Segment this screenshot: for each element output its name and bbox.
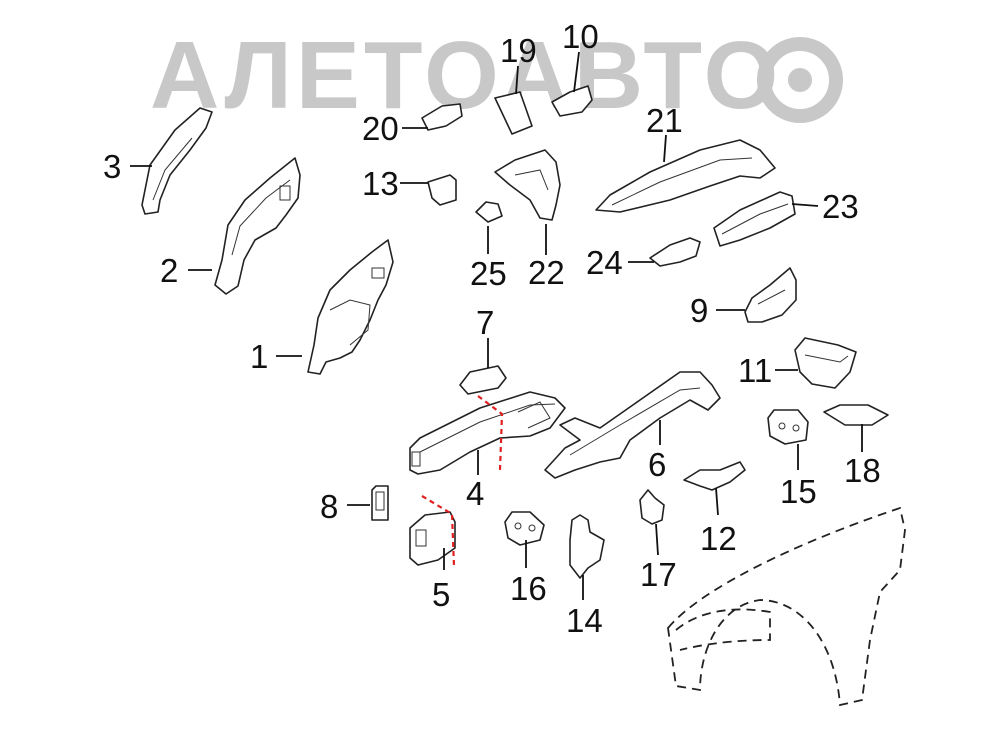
callout-14: 14 xyxy=(566,602,603,639)
part-20 xyxy=(421,103,463,131)
part-23 xyxy=(713,191,796,247)
part-3 xyxy=(141,107,213,215)
part-12 xyxy=(683,461,746,491)
part-21 xyxy=(595,139,776,213)
part-8 xyxy=(371,485,389,521)
part-15 xyxy=(767,409,809,445)
part-14 xyxy=(569,514,605,579)
callout-24: 24 xyxy=(586,244,623,281)
callout-2: 2 xyxy=(160,252,178,289)
part-11 xyxy=(794,337,857,389)
callout-21: 21 xyxy=(646,102,683,139)
part-9 xyxy=(744,267,797,323)
callout-23: 23 xyxy=(822,188,859,225)
callout-17: 17 xyxy=(640,556,677,593)
leader-lines xyxy=(130,51,863,600)
cut-lines xyxy=(421,395,504,567)
callout-7: 7 xyxy=(476,304,494,341)
part-24 xyxy=(649,237,701,267)
callout-6: 6 xyxy=(648,446,666,483)
callout-20: 20 xyxy=(362,110,399,147)
fender-outline xyxy=(667,506,906,707)
part-10 xyxy=(551,85,593,117)
callout-25: 25 xyxy=(470,255,507,292)
part-25 xyxy=(475,201,503,223)
part-6 xyxy=(544,371,721,479)
callout-labels: 3 2 1 4 5 6 7 8 9 10 11 12 13 14 15 16 1… xyxy=(103,18,881,639)
watermark-wheel-icon xyxy=(757,37,843,123)
callout-11: 11 xyxy=(738,352,772,389)
part-22 xyxy=(494,149,561,221)
watermark-text: АЛЕТОАВТО xyxy=(150,22,782,129)
callout-22: 22 xyxy=(528,254,565,291)
callout-3: 3 xyxy=(103,148,121,185)
callout-9: 9 xyxy=(690,292,708,329)
watermark: АЛЕТОАВТО xyxy=(150,22,843,129)
callout-10: 10 xyxy=(562,18,599,55)
callout-4: 4 xyxy=(466,475,484,512)
part-13 xyxy=(427,174,457,206)
callout-18: 18 xyxy=(844,452,881,489)
part-18 xyxy=(823,404,889,426)
part-16 xyxy=(504,511,545,546)
callout-16: 16 xyxy=(510,570,547,607)
callout-5: 5 xyxy=(432,576,450,613)
part-17 xyxy=(639,489,665,525)
callout-8: 8 xyxy=(320,488,338,525)
callout-19: 19 xyxy=(500,32,537,69)
callout-12: 12 xyxy=(700,520,737,557)
part-4 xyxy=(409,391,566,475)
part-5 xyxy=(409,511,456,566)
part-19 xyxy=(494,91,533,135)
part-1 xyxy=(307,239,394,375)
part-7 xyxy=(459,365,507,395)
callout-1: 1 xyxy=(250,338,268,375)
part-2 xyxy=(214,157,301,295)
callout-15: 15 xyxy=(780,473,817,510)
callout-13: 13 xyxy=(362,165,399,202)
